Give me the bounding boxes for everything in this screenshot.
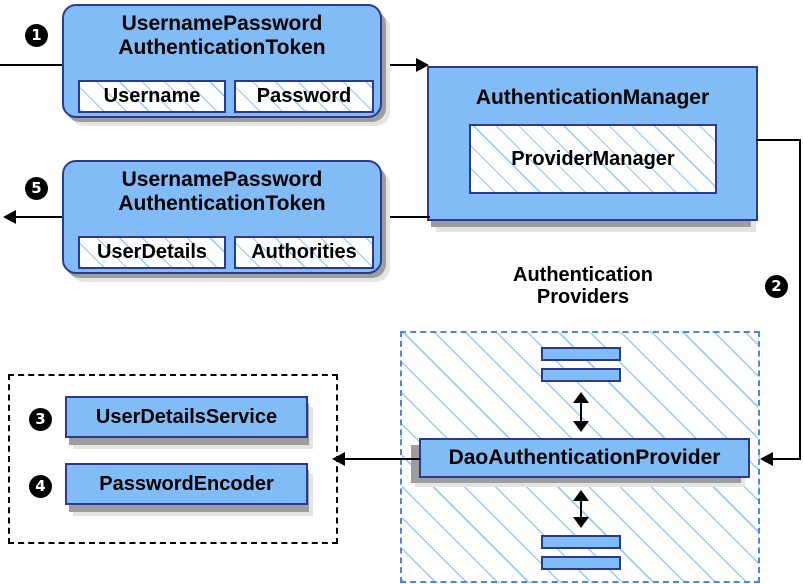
authentication-providers-heading-line1: Authentication xyxy=(513,264,653,286)
provider-link-top-arrow-down-icon xyxy=(573,421,589,432)
provider-link-bottom-arrow-down-icon xyxy=(573,517,589,528)
step-badge-3: 3 xyxy=(29,408,52,431)
authentication-manager-label: AuthenticationManager xyxy=(475,86,710,109)
response-token-outgoing-line xyxy=(16,216,72,218)
dao-to-dependencies-arrow-icon xyxy=(332,452,345,466)
request-token-field-username: Username xyxy=(78,80,226,113)
manager-to-provider-arrow-icon xyxy=(760,452,773,466)
other-provider-bar-bottom-2 xyxy=(541,556,621,570)
other-provider-bar-top-2 xyxy=(541,368,621,382)
step-badge-2: 2 xyxy=(765,275,788,298)
provider-link-top-line xyxy=(580,396,582,424)
token-to-manager-line xyxy=(382,64,424,66)
incoming-request-line xyxy=(0,64,72,66)
response-token-title-line2: AuthenticationToken xyxy=(118,192,326,215)
other-provider-bar-top-1 xyxy=(541,347,621,361)
other-provider-bar-bottom-1 xyxy=(541,535,621,549)
token-to-manager-arrow-icon xyxy=(416,58,429,72)
dao-authentication-provider-box: DaoAuthenticationProvider xyxy=(419,438,750,478)
response-token-title-line1: UsernamePassword xyxy=(121,168,323,191)
provider-manager-box: ProviderManager xyxy=(469,124,717,194)
response-outgoing-arrow-icon xyxy=(3,210,16,224)
authentication-providers-heading: Authentication Providers xyxy=(470,264,696,309)
step-badge-1: 1 xyxy=(25,24,48,47)
dao-to-dependencies-line xyxy=(345,458,420,460)
response-token-field-authorities: Authorities xyxy=(234,236,374,269)
manager-to-provider-line-top xyxy=(756,139,801,141)
dao-dependencies-region xyxy=(8,374,338,544)
request-token-field-password: Password xyxy=(234,80,374,113)
manager-to-provider-line-vertical xyxy=(799,139,801,459)
password-encoder-box: PasswordEncoder xyxy=(65,463,308,505)
manager-to-provider-line-bottom xyxy=(772,458,801,460)
provider-link-bottom-line xyxy=(580,494,582,520)
request-token-title-line2: AuthenticationToken xyxy=(118,36,326,59)
request-token-title-line1: UsernamePassword xyxy=(121,12,323,35)
user-details-service-box: UserDetailsService xyxy=(65,396,308,438)
manager-to-response-token-line xyxy=(382,216,430,218)
response-token-field-userdetails: UserDetails xyxy=(78,236,226,269)
step-badge-4: 4 xyxy=(29,475,52,498)
step-badge-5: 5 xyxy=(25,177,48,200)
authentication-providers-heading-line2: Providers xyxy=(536,286,630,309)
